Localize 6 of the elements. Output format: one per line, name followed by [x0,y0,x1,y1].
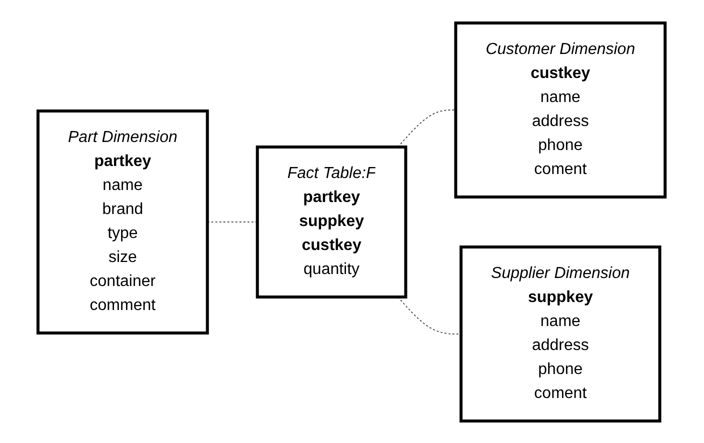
connector [207,221,258,222]
node-box: Fact Table:F partkey suppkey custkey quantity [256,145,408,298]
node-box: Part Dimension partkey name brand type size container comment [36,109,210,334]
connector [398,109,457,147]
node-box: Supplier Dimension suppkey name address phone coment [460,245,662,422]
node-box: Customer Dimension custkey name address phone coment [454,21,668,198]
